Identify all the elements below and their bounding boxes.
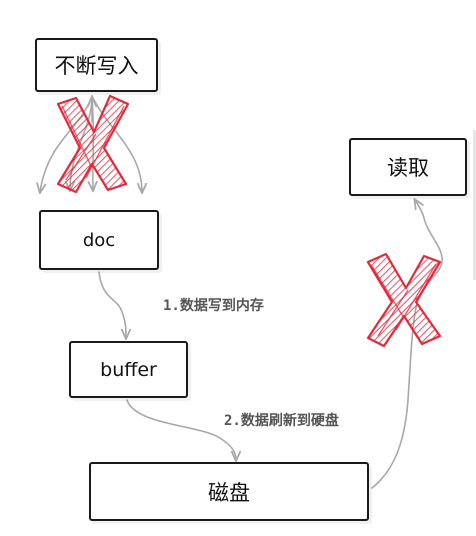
node-write-label: 不断写入 (54, 54, 139, 78)
node-buffer-label: buffer (100, 358, 157, 381)
arrow-buffer-disk (126, 399, 236, 460)
cross-mark-icon (56, 94, 130, 194)
node-doc-label: doc (82, 229, 116, 251)
cross-mark-icon (366, 252, 442, 348)
arrow-write-right (91, 95, 142, 192)
node-read-label: 读取 (387, 156, 429, 180)
edge-label-doc-buffer: 1.数据写到内存 (163, 298, 264, 314)
node-buffer: buffer (69, 341, 188, 398)
node-read: 读取 (349, 138, 467, 196)
edge-strip (473, 130, 476, 280)
node-doc: doc (39, 210, 159, 270)
node-write: 不断写入 (35, 38, 158, 92)
arrow-doc-buffer (98, 271, 126, 338)
node-disk-label: 磁盘 (208, 480, 250, 505)
node-disk: 磁盘 (89, 462, 369, 521)
edge-label-buffer-disk: 2.数据刷新到硬盘 (224, 413, 339, 429)
